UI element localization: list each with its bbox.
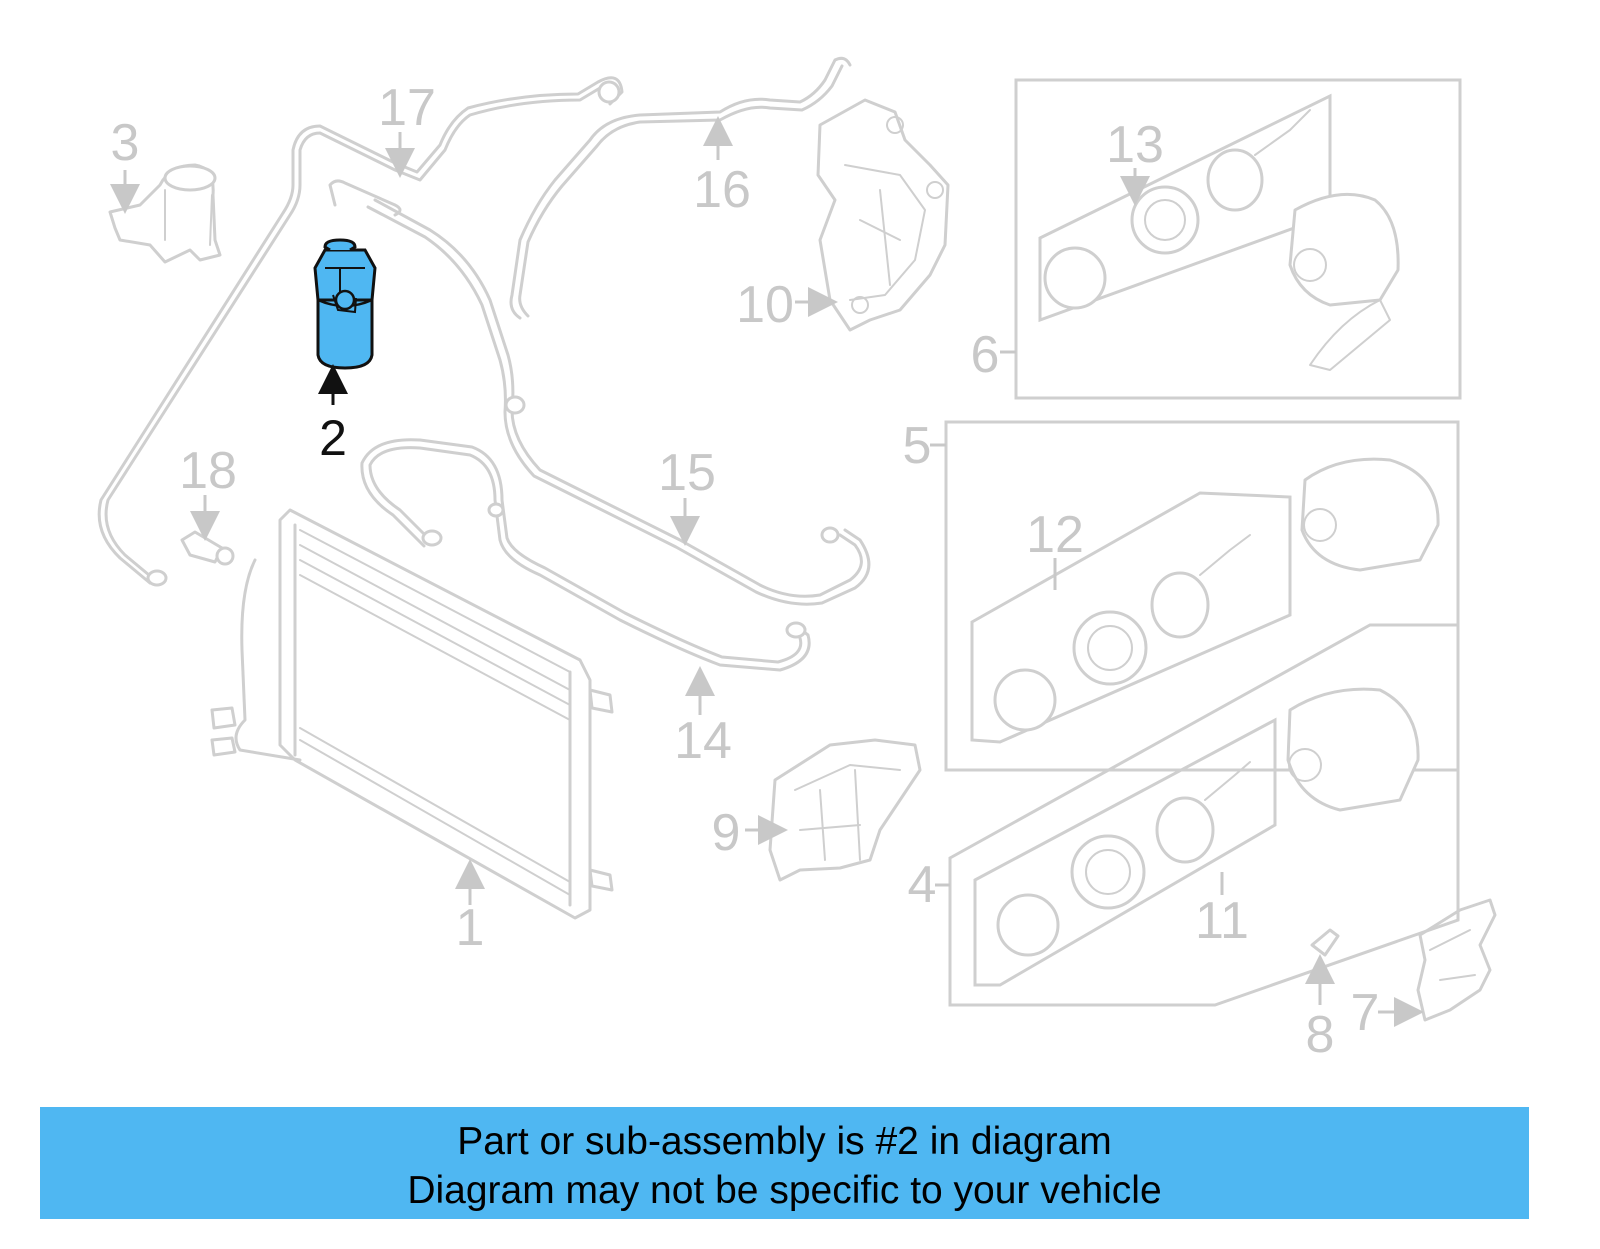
part-17-hose: [97, 76, 624, 587]
callout-14: 14: [674, 712, 732, 770]
callout-10: 10: [736, 276, 794, 334]
callout-labels: 1 2 3 4 5 6 7 8 9 10 11 12 13 14 15 16 1…: [111, 79, 1380, 1064]
callout-9: 9: [712, 804, 741, 862]
part-3-bracket: [108, 163, 222, 264]
part-2-receiver-drier[interactable]: [313, 238, 377, 370]
callout-13: 13: [1106, 116, 1164, 174]
callout-11: 11: [1195, 892, 1249, 950]
callout-3: 3: [111, 114, 140, 172]
part-5-compressor-kit: [944, 420, 1460, 772]
part-8-clip: [1310, 928, 1340, 957]
part-7-bracket: [1416, 898, 1497, 1022]
callout-arrows: [110, 116, 1424, 1027]
part-16-hose: [509, 56, 852, 320]
part-15-hose: [366, 198, 871, 606]
part-10-bracket: [816, 98, 950, 332]
banner-line-1: Part or sub-assembly is #2 in diagram: [457, 1120, 1112, 1163]
banner-line-2: Diagram may not be specific to your vehi…: [407, 1169, 1162, 1212]
callout-5: 5: [903, 417, 932, 475]
info-banner: Part or sub-assembly is #2 in diagram Di…: [40, 1107, 1529, 1219]
callout-15: 15: [658, 444, 716, 502]
part-1-condenser: [210, 508, 614, 920]
callout-7: 7: [1351, 984, 1380, 1042]
callout-17: 17: [378, 79, 436, 137]
callout-6: 6: [971, 326, 1000, 384]
part-18-switch: [180, 530, 235, 566]
callout-4: 4: [908, 856, 937, 914]
part-6-compressor-kit: [1014, 78, 1462, 400]
callout-2: 2: [319, 410, 347, 466]
callout-16: 16: [693, 161, 751, 219]
callout-12: 12: [1026, 506, 1084, 564]
part-4-compressor-kit: [948, 623, 1460, 1007]
callout-18: 18: [179, 442, 237, 500]
callout-1: 1: [456, 899, 485, 957]
part-9-bracket: [768, 738, 922, 882]
part-14-hose: [360, 438, 811, 672]
callout-8: 8: [1306, 1006, 1335, 1064]
